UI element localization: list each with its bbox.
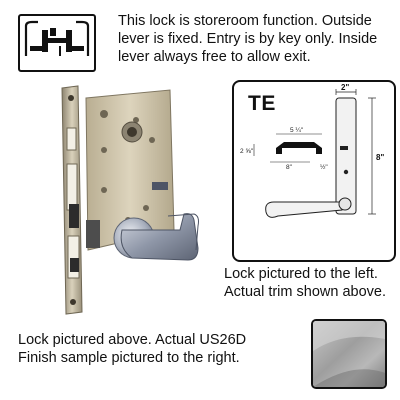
caption-bottom-line-2: Finish sample pictured to the right.	[18, 350, 240, 366]
dim-center: 8"	[286, 164, 293, 171]
description-line-1: This lock is storeroom function. Outside	[118, 13, 372, 29]
description-line-3: lever always free to allow exit.	[118, 49, 311, 65]
dim-top-width: 2"	[341, 83, 349, 92]
caption-right: Lock pictured to the left. Actual trim s…	[224, 265, 400, 301]
storeroom-function-icon	[18, 14, 96, 72]
dim-height: 8"	[376, 153, 384, 162]
trim-code: TE	[248, 92, 276, 115]
dim-lever-overall: 5 ¼"	[290, 127, 304, 134]
description-line-2: lever is fixed. Entry is by key only. In…	[118, 31, 378, 47]
caption-right-line-2: Actual trim shown above.	[224, 284, 386, 300]
us26d-finish-swatch	[311, 319, 387, 389]
dim-projection: 2 ⅝"	[240, 148, 254, 155]
mortise-lock-photo	[48, 80, 228, 315]
caption-bottom: Lock pictured above. Actual US26D Finish…	[18, 331, 308, 367]
te-trim-drawing: 2" 8" 5 ¼" 2 ⅝" 8" ½" TE	[232, 80, 396, 262]
function-description: This lock is storeroom function. Outside…	[118, 12, 394, 66]
caption-bottom-line-1: Lock pictured above. Actual US26D	[18, 332, 247, 348]
caption-right-line-1: Lock pictured to the left.	[224, 266, 378, 282]
dim-gap: ½"	[320, 163, 328, 171]
